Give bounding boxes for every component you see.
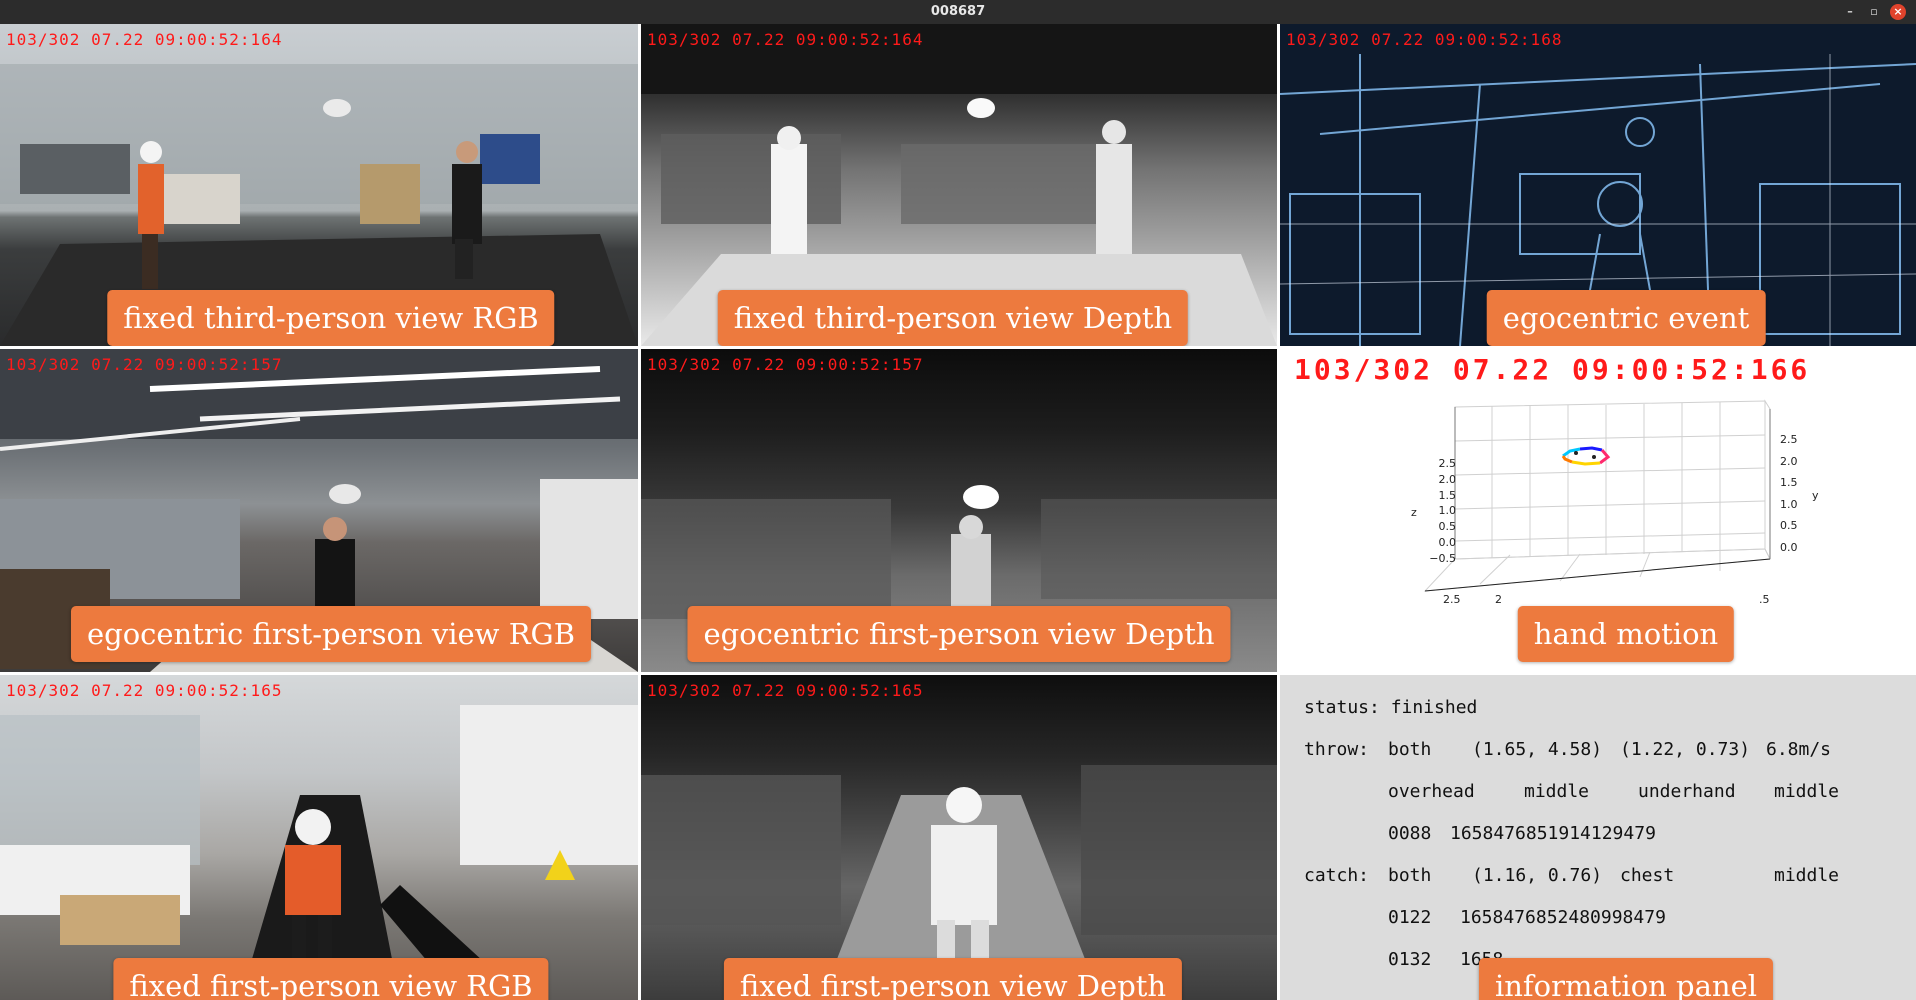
catch-id-2: 0132	[1388, 949, 1432, 970]
panel-third-person-rgb: 103/302 07.22 09:00:52:164 fixed third-p…	[0, 24, 638, 346]
panel-label: information panel	[1478, 958, 1774, 1000]
timestamp: 103/302 07.22 09:00:52:157	[647, 355, 924, 374]
scene-image	[0, 349, 638, 672]
panel-label: fixed third-person view RGB	[107, 290, 555, 346]
throw-type-2: underhand	[1638, 781, 1736, 802]
catch-type: chest	[1620, 865, 1675, 886]
view-grid: 103/302 07.22 09:00:52:164 fixed third-p…	[0, 24, 1916, 1000]
z-axis-label: z	[1411, 506, 1417, 519]
z-tick: 1.5	[1438, 488, 1457, 502]
throw-speed: 6.8m/s	[1766, 739, 1832, 760]
panel-label: fixed first-person view RGB	[113, 958, 549, 1000]
z-tick: 2.5	[1438, 457, 1457, 470]
panel-hand-motion: 2.5 2.0 1.5 1.0 0.5 0.0 −0.5 z 2.5 2.0 1…	[1280, 349, 1916, 672]
z-tick: 1.0	[1438, 504, 1457, 518]
panel-label: fixed third-person view Depth	[717, 290, 1189, 346]
close-icon[interactable]: ×	[1890, 4, 1906, 20]
throw-level-2: middle	[1774, 781, 1840, 802]
info-row-status: status: finished	[1304, 697, 1477, 718]
panel-egocentric-event: 103/302 07.22 09:00:52:168 egocentric ev…	[1280, 24, 1916, 346]
z-tick: 2.0	[1438, 472, 1457, 486]
timestamp: 103/302 07.22 09:00:52:165	[647, 681, 924, 700]
throw-key: throw:	[1304, 739, 1370, 760]
throw-position-2: (1.22, 0.73)	[1620, 739, 1751, 760]
timestamp: 103/302 07.22 09:00:52:166	[1294, 353, 1811, 386]
y-tick: 2.0	[1780, 454, 1798, 468]
timestamp: 103/302 07.22 09:00:52:157	[6, 355, 283, 374]
throw-position-1: (1.65, 4.58)	[1472, 739, 1603, 760]
catch-hand: both	[1388, 865, 1432, 886]
catch-id-1: 0122	[1388, 907, 1432, 928]
x-tick: .5	[1759, 593, 1770, 606]
panel-egocentric-depth: 103/302 07.22 09:00:52:157 egocentric fi…	[641, 349, 1277, 672]
catch-key: catch:	[1304, 865, 1370, 886]
z-tick: 0.0	[1438, 535, 1457, 549]
panel-third-person-depth: 103/302 07.22 09:00:52:164 fixed third-p…	[641, 24, 1277, 346]
catch-position: (1.16, 0.76)	[1472, 865, 1603, 886]
scene-image	[1280, 54, 1916, 346]
x-tick: 2	[1495, 593, 1502, 606]
timestamp: 103/302 07.22 09:00:52:164	[647, 30, 924, 49]
y-axis-ticks: 2.5 2.0 1.5 1.0 0.5 0.0	[1780, 429, 1810, 558]
catch-timestamp-1: 1658476852480998479	[1460, 907, 1666, 928]
status-key: status:	[1304, 697, 1380, 718]
throw-timestamp: 1658476851914129479	[1450, 823, 1656, 844]
y-tick: 1.5	[1780, 476, 1798, 489]
y-tick: 0.0	[1780, 540, 1798, 554]
window-titlebar: 008687 – ▫ ×	[0, 0, 1916, 24]
throw-id: 0088	[1388, 823, 1432, 844]
panel-label: egocentric first-person view Depth	[687, 606, 1231, 662]
scene-image	[0, 705, 638, 1000]
z-tick: −0.5	[1429, 551, 1456, 565]
status-value: finished	[1390, 697, 1478, 718]
y-tick: 1.0	[1780, 497, 1798, 511]
z-tick: 0.5	[1438, 520, 1457, 534]
panel-label: hand motion	[1517, 606, 1735, 662]
y-tick: 2.5	[1780, 433, 1798, 446]
panel-information: status: finished throw: both (1.65, 4.58…	[1280, 675, 1916, 1000]
timestamp: 103/302 07.22 09:00:52:164	[6, 30, 283, 49]
panel-first-person-rgb: 103/302 07.22 09:00:52:165 fixed first-p…	[0, 675, 638, 1000]
panel-egocentric-rgb: 103/302 07.22 09:00:52:157 egocentric fi…	[0, 349, 638, 672]
panel-label: fixed first-person view Depth	[723, 958, 1183, 1000]
throw-hand: both	[1388, 739, 1432, 760]
catch-level: middle	[1774, 865, 1840, 886]
timestamp: 103/302 07.22 09:00:52:168	[1286, 30, 1563, 49]
z-axis-ticks: 2.5 2.0 1.5 1.0 0.5 0.0 −0.5	[1420, 456, 1456, 567]
y-tick: 0.5	[1780, 519, 1798, 532]
panel-first-person-depth: 103/302 07.22 09:00:52:165 fixed first-p…	[641, 675, 1277, 1000]
maximize-icon[interactable]: ▫	[1870, 5, 1878, 18]
throw-level-1: middle	[1524, 781, 1590, 802]
minimize-icon[interactable]: –	[1847, 5, 1853, 18]
panel-label: egocentric event	[1486, 290, 1766, 346]
timestamp: 103/302 07.22 09:00:52:165	[6, 681, 283, 700]
scene-image	[641, 485, 1277, 624]
x-tick: 2.5	[1443, 593, 1461, 606]
y-axis-label: y	[1812, 489, 1819, 502]
window-title: 008687	[930, 4, 986, 19]
scene-image	[641, 765, 1277, 1000]
hand-motion-plot	[1423, 399, 1771, 592]
panel-label: egocentric first-person view RGB	[70, 606, 592, 662]
throw-type-1: overhead	[1388, 781, 1475, 802]
